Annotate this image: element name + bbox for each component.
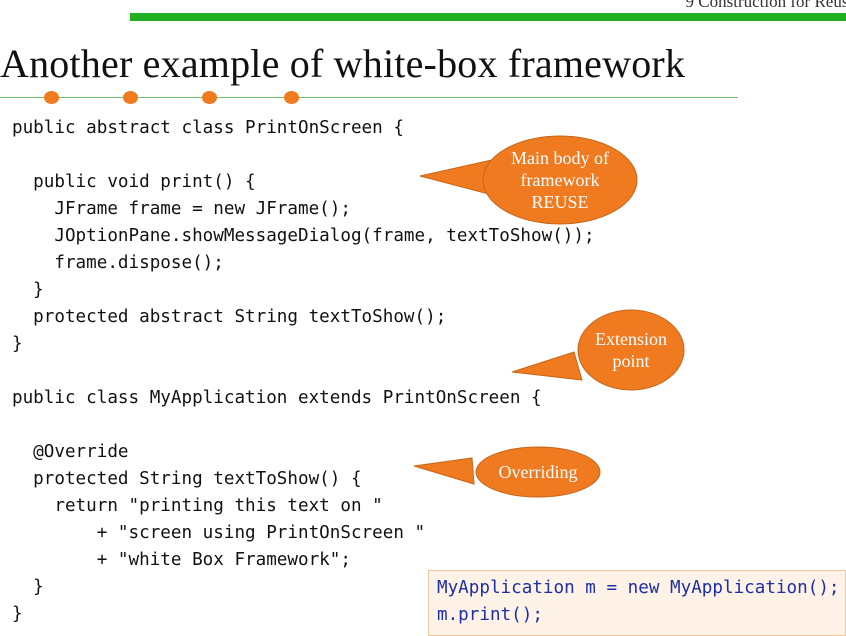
- bullet-dot-icon: [123, 91, 138, 104]
- callout-extension-point: Extension point: [511, 308, 688, 392]
- bullet-dot-icon: [44, 91, 59, 104]
- application-code-block: public class MyApplication extends Print…: [12, 388, 542, 624]
- title-divider: [0, 97, 738, 98]
- callout-overriding-text: Overriding: [498, 462, 578, 482]
- section-header: 9 Construction for Reuse: [685, 0, 846, 11]
- framework-code-block: public abstract class PrintOnScreen { pu…: [12, 118, 595, 354]
- header-accent-bar: [130, 13, 846, 21]
- callout-extension-text: Extension point: [595, 329, 667, 371]
- usage-example-box: MyApplication m = new MyApplication(); m…: [428, 570, 846, 636]
- speech-bubble-icon: [419, 135, 638, 225]
- bullet-dot-icon: [284, 91, 299, 104]
- slide-title: Another example of white-box framework: [0, 41, 686, 86]
- callout-main-body: Main body of framework REUSE: [419, 135, 646, 236]
- speech-bubble-icon: [413, 446, 601, 498]
- usage-example-code: MyApplication m = new MyApplication(); m…: [437, 578, 840, 625]
- callout-overriding: Overriding: [413, 446, 606, 502]
- callout-main-body-text: Main body of framework REUSE: [511, 148, 609, 212]
- speech-bubble-icon: [511, 309, 685, 391]
- bullet-dot-icon: [202, 91, 217, 104]
